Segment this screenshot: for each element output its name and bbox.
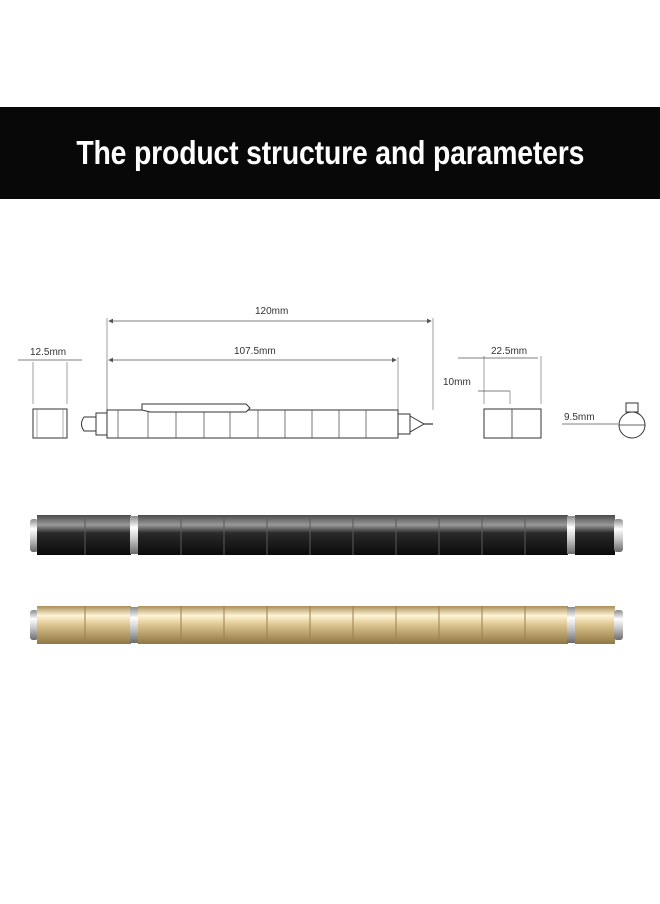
title-banner: The product structure and parameters — [0, 107, 660, 199]
total-length-label: 120mm — [255, 306, 288, 317]
pen-outline — [81, 403, 433, 439]
gold-pen — [30, 606, 623, 644]
diameter-dimension: 9.5mm — [562, 402, 646, 439]
body-length-label: 107.5mm — [234, 346, 276, 357]
end-part — [483, 408, 542, 439]
pen-clip — [141, 403, 251, 413]
segment-length-label: 10mm — [443, 377, 471, 388]
total-length-dimension: 120mm — [106, 306, 434, 410]
pen-tip — [409, 415, 426, 433]
black-pen — [30, 515, 623, 555]
end-length-label: 22.5mm — [491, 346, 527, 357]
cap-part — [32, 408, 68, 439]
cap-dimension: 12.5mm — [18, 347, 82, 439]
body-length-dimension: 107.5mm — [106, 346, 399, 410]
diameter-label: 9.5mm — [564, 412, 595, 423]
banner-title: The product structure and parameters — [76, 134, 584, 171]
cap-length-label: 12.5mm — [30, 347, 66, 358]
end-part-dimension: 22.5mm 10mm — [443, 346, 542, 439]
